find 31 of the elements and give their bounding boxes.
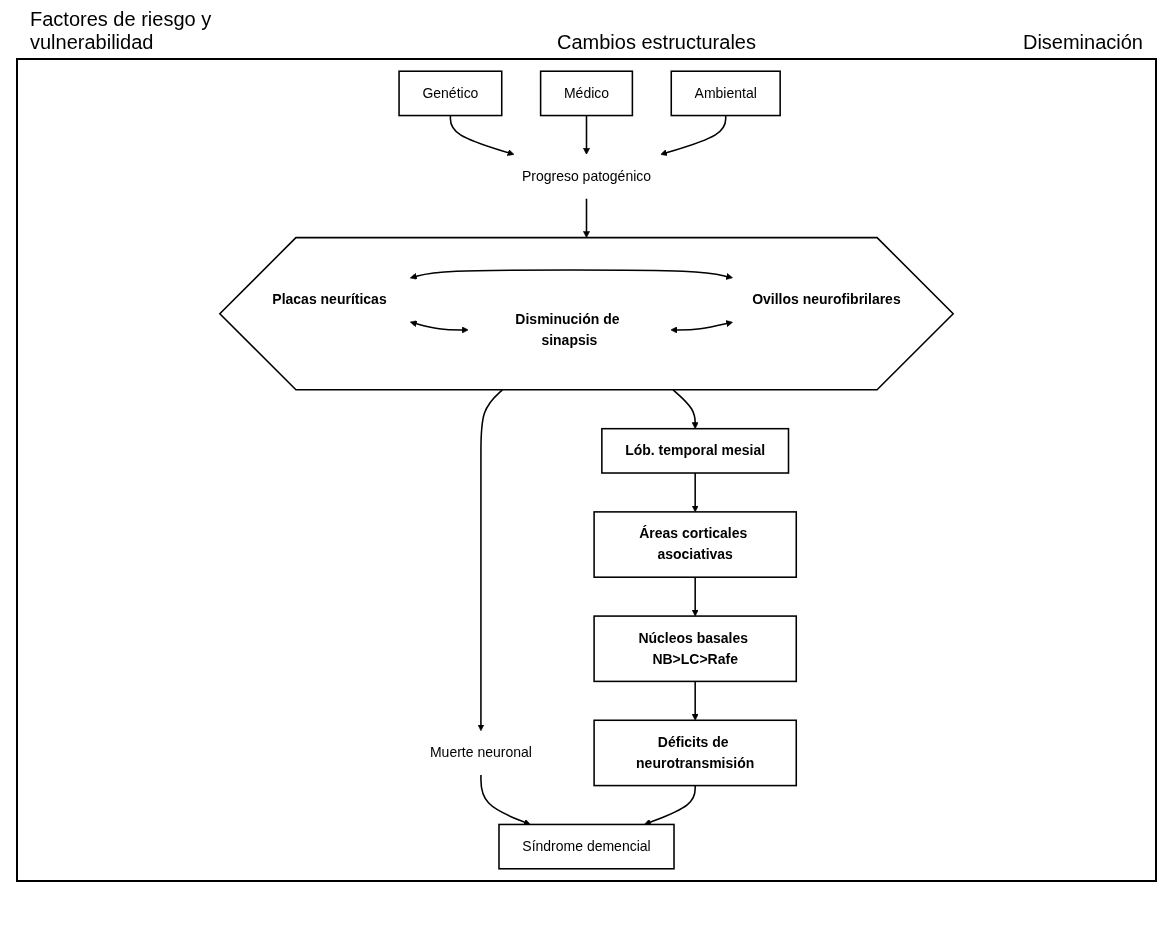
node-box: Ambiental (670, 70, 781, 117)
node-text: Placas neuríticas (272, 291, 387, 308)
arrow (670, 320, 733, 334)
arrow (449, 114, 515, 156)
node-box: Médico (539, 70, 634, 117)
node-text: Ovillos neurofibrilares (752, 291, 901, 308)
column-heading: Factores de riesgo y vulnerabilidad (30, 8, 213, 54)
node-box: Déficits de neurotransmisión (593, 719, 798, 787)
arrow (477, 389, 504, 732)
arrow (480, 774, 531, 826)
arrow (691, 576, 699, 617)
node-box: Áreas corticales asociativas (593, 511, 798, 578)
arrow (660, 114, 727, 156)
arrow (644, 784, 696, 826)
arrow (672, 389, 699, 429)
node-box: Síndrome demencial (498, 823, 675, 870)
node-text: Progreso patogénico (521, 168, 652, 184)
column-heading: Diseminación (1022, 31, 1143, 54)
arrow (410, 320, 469, 334)
arrow (691, 680, 699, 721)
arrow (410, 269, 733, 280)
arrow (583, 114, 590, 155)
node-box: Lób. temporal mesial (601, 427, 790, 474)
arrow (691, 472, 699, 513)
column-heading: Cambios estructurales (557, 31, 756, 54)
node-box: Núcleos basales NB>LC>Rafe (593, 615, 798, 683)
node-text: Muerte neuronal (429, 744, 532, 761)
cluster (218, 236, 955, 391)
arrow (583, 197, 590, 238)
node-box: Genético (398, 70, 503, 117)
node-text: Disminución de sinapsis (515, 311, 620, 348)
